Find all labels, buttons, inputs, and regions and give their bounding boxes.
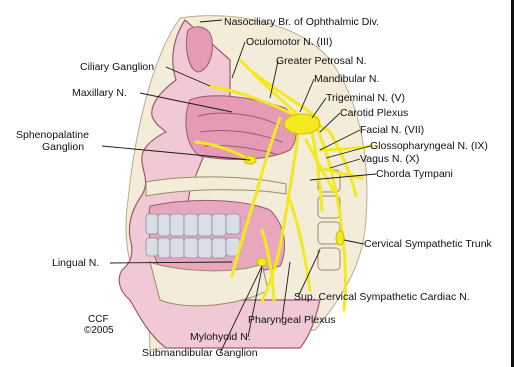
label-mandibular: Mandibular N. [314,73,379,85]
label-chorda-tympani: Chorda Tympani [376,168,453,180]
upper-teeth [146,214,240,236]
label-lingual: Lingual N. [52,257,99,269]
label-maxillary: Maxillary N. [72,87,127,99]
label-nasociliary: Nasociliary Br. of Ophthalmic Div. [224,16,379,28]
credit-year: ©2005 [84,325,114,336]
credit-ccf: CCF [88,314,109,325]
label-carotid-plexus: Carotid Plexus [340,107,408,119]
label-sphenopalatine-ganglion: Ganglion [42,141,84,153]
label-sup-cervical-cardiac: Sup. Cervical Sympathetic Cardiac N. [294,291,470,303]
label-sphenopalatine: Sphenopalatine [16,129,89,141]
lower-teeth [146,238,240,258]
label-oculomotor: Oculomotor N. (III) [246,36,332,48]
label-greater-petrosal: Greater Petrosal N. [276,55,366,67]
label-cervical-trunk: Cervical Sympathetic Trunk [364,238,492,250]
label-ciliary-ganglion: Ciliary Ganglion [80,61,154,73]
label-pharyngeal-plexus: Pharyngeal Plexus [248,314,336,326]
label-trigeminal: Trigeminal N. (V) [326,92,405,104]
label-glossopharyngeal: Glossopharyngeal N. (IX) [370,140,488,152]
label-facial: Facial N. (VII) [360,124,424,136]
label-vagus: Vagus N. (X) [360,153,419,165]
label-mylohyoid: Mylohyoid N. [190,331,251,343]
label-submandibular-ganglion: Submandibular Ganglion [142,347,258,359]
